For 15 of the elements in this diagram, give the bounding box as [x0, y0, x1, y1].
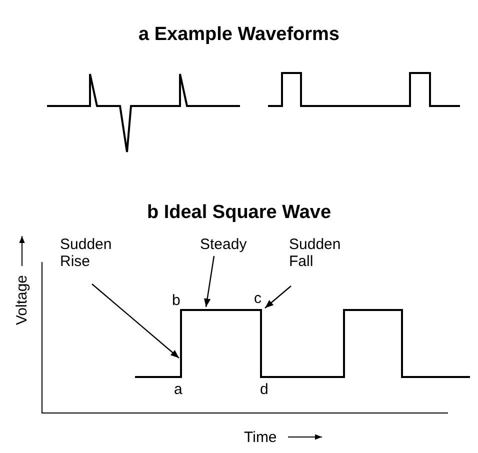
- callout-text: Sudden Fall: [289, 236, 349, 270]
- axis-label: Time: [244, 429, 277, 446]
- callout-text: Steady: [200, 236, 260, 253]
- axis-label: Voltage: [14, 274, 30, 326]
- callout-text: Sudden Rise: [60, 236, 120, 270]
- panel-heading: a Example Waveforms: [138, 24, 340, 46]
- leader-line: [204, 256, 215, 308]
- point-label: d: [260, 381, 268, 398]
- point-label: a: [174, 381, 182, 398]
- leader-line: [264, 286, 292, 308]
- point-label: b: [172, 292, 180, 309]
- point-label: c: [254, 290, 262, 307]
- panel-heading: b Ideal Square Wave: [146, 202, 332, 224]
- leader-line: [92, 284, 180, 358]
- square-wave-drawing: [135, 309, 470, 378]
